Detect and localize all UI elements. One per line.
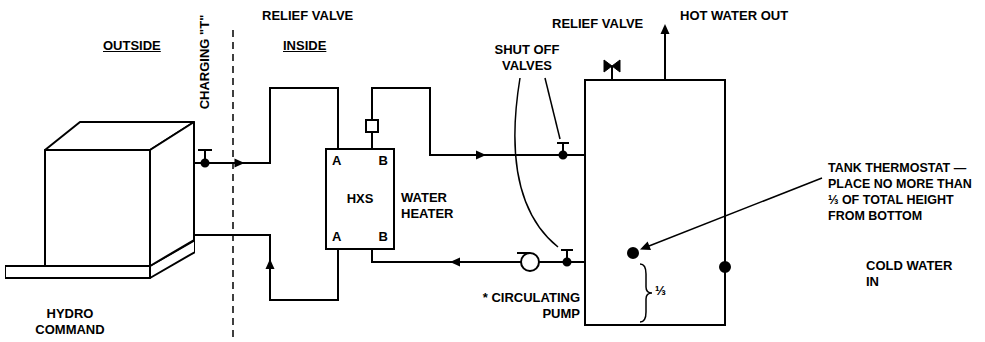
port-label: A	[332, 153, 341, 169]
return-pipe	[372, 250, 585, 262]
leader-line	[515, 78, 558, 247]
pump-symbol	[521, 253, 539, 271]
cold-water-inlet-dot	[720, 262, 730, 272]
flow-arrow	[450, 258, 460, 267]
unit-name: HYDRO COMMAND	[20, 306, 120, 338]
bracket	[640, 264, 652, 322]
hydro-command-unit: HYDRO COMMAND	[5, 118, 195, 283]
pipe-connector	[195, 88, 338, 168]
thermostat-dot	[628, 248, 638, 258]
arrowhead	[266, 259, 275, 269]
leader-line	[649, 178, 822, 246]
note-label: TANK THERMOSTAT — PLACE NO MORE THAN ⅓ O…	[828, 160, 980, 224]
inlet-label: COLD WATER IN	[866, 258, 961, 290]
unit-front-face	[45, 150, 150, 266]
unit-side-face	[150, 122, 194, 266]
flow-arrow	[661, 24, 670, 34]
relief-valve-symbol	[604, 60, 620, 72]
shutoff-valve	[557, 143, 569, 155]
valve-label: CHARGING "T"	[198, 12, 212, 112]
outlet-label: HOT WATER OUT	[680, 8, 788, 24]
pipe-line	[195, 235, 338, 300]
pipe-line	[195, 88, 338, 163]
leader-arrowhead	[640, 242, 651, 250]
pump-label: * CIRCULATING PUMP	[460, 290, 580, 322]
hot-pipe	[372, 88, 585, 155]
region-label: OUTSIDE	[103, 38, 161, 54]
unit-outline	[5, 118, 195, 283]
exchanger-name: HXS	[327, 191, 393, 207]
arrowhead	[235, 159, 245, 168]
port-label: B	[379, 229, 388, 245]
relief-valve-symbol	[366, 120, 378, 132]
valve-label: RELIEF VALVE	[262, 8, 353, 24]
unit-base	[5, 266, 150, 278]
charging-valve	[198, 150, 212, 163]
pump-outlet	[517, 252, 530, 254]
leader-line	[545, 78, 560, 139]
port-label: A	[332, 229, 341, 245]
shutoff-valve	[561, 250, 573, 262]
pipe-connector	[195, 235, 338, 300]
region-label: INSIDE	[283, 38, 326, 54]
relief-valve-stem	[611, 66, 613, 80]
flow-arrow	[476, 151, 486, 160]
port-label: B	[379, 153, 388, 169]
hot-water-outlet	[664, 33, 666, 80]
heat-exchanger-box: ABHXSABWATER HEATER	[325, 148, 395, 250]
fraction-label: ⅓	[655, 283, 666, 299]
box-title: WATER HEATER	[401, 190, 463, 222]
boundary-line	[232, 30, 234, 342]
valve-label: SHUT OFF VALVES	[482, 42, 572, 74]
valve-label: RELIEF VALVE	[552, 16, 643, 32]
storage-tank	[585, 80, 725, 325]
